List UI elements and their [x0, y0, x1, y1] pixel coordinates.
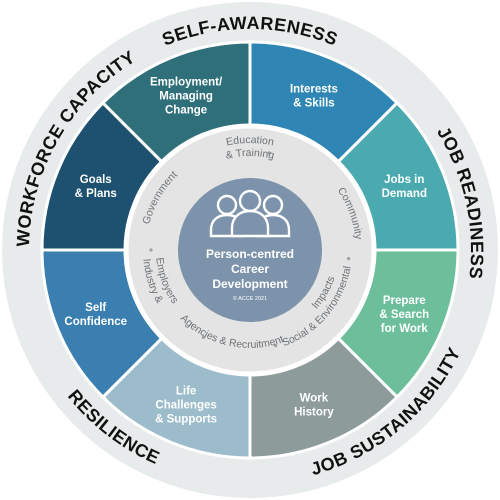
segment-label-2-0: Prepare: [383, 295, 426, 307]
segment-label-6-0: Goals: [80, 174, 112, 186]
inner-label-education: Education: [225, 134, 275, 149]
segment-label-5-1: Confidence: [64, 316, 127, 328]
inner-separator-dot: [274, 344, 278, 348]
inner-separator-dot: [267, 151, 271, 155]
center-title-line-2: Career: [231, 262, 269, 276]
segment-label-7-2: Change: [165, 105, 207, 117]
center-title-line-1: Person-centred: [206, 247, 294, 261]
segment-label-6-1: & Plans: [75, 188, 117, 200]
segment-label-0-1: & Skills: [293, 98, 335, 110]
center-copyright: © ACCE 2021: [233, 295, 267, 302]
segment-label-7-1: Managing: [159, 91, 213, 103]
segment-7: [100, 40, 252, 164]
inner-separator-dot: [149, 248, 153, 252]
segment-label-4-2: & Supports: [155, 413, 217, 425]
segment-label-2-2: for Work: [381, 323, 429, 335]
inner-separator-dot: [347, 257, 351, 261]
segment-label-3-0: Work: [300, 392, 329, 404]
center-title-line-3: Development: [212, 277, 287, 291]
center-circle: [178, 178, 322, 322]
inner-separator-dot: [201, 335, 206, 340]
segment-label-2-1: & Search: [379, 309, 429, 321]
people-group-icon: [209, 189, 291, 238]
segment-label-0-0: Interests: [290, 84, 338, 96]
segment-label-4-0: Life: [176, 385, 196, 397]
segment-label-1-1: Demand: [382, 188, 427, 200]
segment-label-4-1: Challenges: [155, 399, 216, 411]
segment-label-1-0: Jobs in: [384, 174, 424, 186]
segment-label-7-0: Employment/: [150, 77, 223, 89]
segment-label-5-0: Self: [85, 302, 106, 314]
segment-label-3-1: History: [294, 406, 334, 418]
inner-ring-separators: [149, 151, 351, 348]
